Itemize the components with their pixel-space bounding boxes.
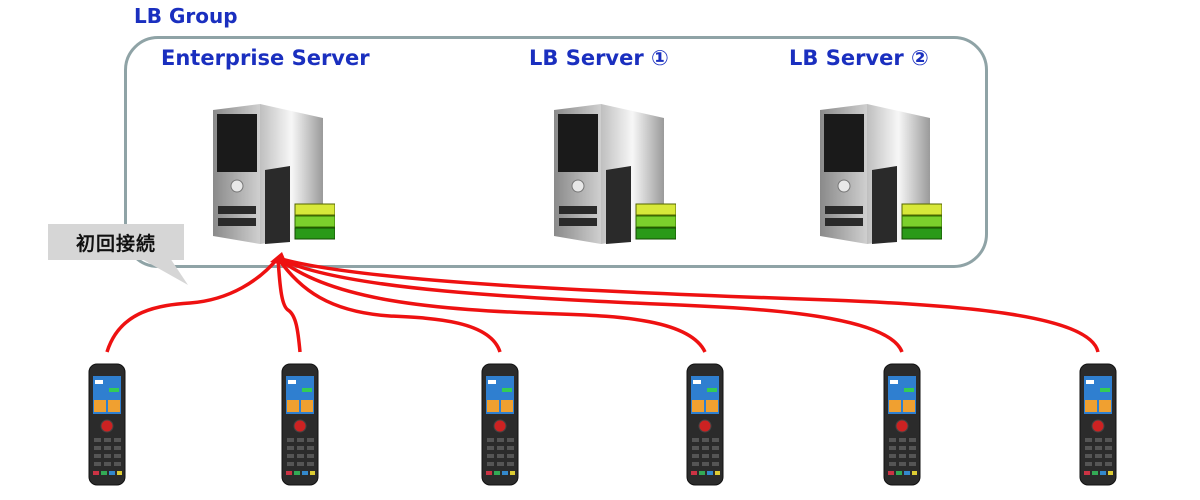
lb-group-box	[124, 36, 988, 268]
server-icon	[820, 104, 942, 244]
arrowhead-icon	[270, 252, 288, 266]
group-title: LB Group	[134, 4, 238, 28]
first-connection-callout: 初回接続	[48, 224, 184, 260]
server-icon	[213, 104, 335, 244]
handheld-terminal-icon	[480, 362, 520, 487]
handheld-terminal-icon	[882, 362, 922, 487]
server-icon	[554, 104, 676, 244]
connection-line-device-3	[276, 257, 502, 353]
server-label-lb2: LB Server ②	[789, 46, 929, 70]
server-label-lb1: LB Server ①	[529, 46, 669, 70]
server-label-enterprise: Enterprise Server	[161, 46, 370, 70]
handheld-terminal-icon	[87, 362, 127, 487]
connection-line-device-1	[105, 256, 280, 353]
connection-line-device-5	[277, 256, 904, 353]
connection-line-device-6	[277, 256, 1100, 353]
handheld-terminal-icon	[280, 362, 320, 487]
handheld-terminal-icon	[1078, 362, 1118, 487]
connection-line-device-4	[276, 256, 707, 353]
handheld-terminal-icon	[685, 362, 725, 487]
connection-line-device-2	[276, 257, 302, 353]
